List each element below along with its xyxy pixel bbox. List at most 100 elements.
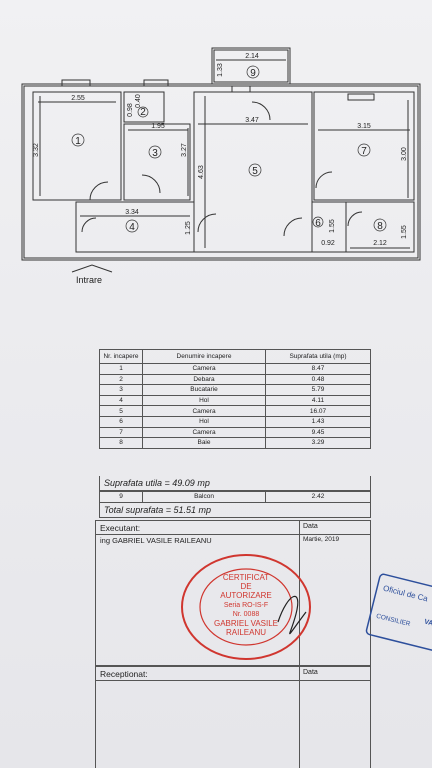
dim-255: 2.55 (71, 95, 85, 102)
room-7-outline (313, 91, 415, 201)
cell-name: Debara (142, 373, 266, 386)
dim-347: 3.47 (245, 117, 259, 124)
window-3 (143, 79, 169, 87)
cell-area: 0.48 (265, 373, 371, 386)
room-9-outline (211, 47, 291, 85)
executant-date-label: Data (303, 523, 318, 530)
cell-area: 16.07 (265, 405, 371, 417)
room-3-outline (123, 123, 191, 201)
door-arc-5 (251, 101, 271, 121)
window-5 (231, 85, 251, 93)
room-number-8: 8 (377, 221, 383, 232)
entrance-arrow (71, 264, 113, 273)
room-1-outline (32, 91, 122, 201)
cell-name: Bucatarie (142, 384, 266, 396)
floor-plan: 1 2 3 4 5 6 7 8 9 2.55 3.32 0.98 0.40 1.… (21, 47, 421, 273)
entrance-label: Intrare (76, 275, 103, 285)
room-number-1: 1 (75, 136, 81, 147)
dim-332: 3.32 (33, 143, 40, 157)
room-number-2: 2 (140, 107, 146, 118)
cell-area: 1.43 (265, 415, 371, 428)
room-number-3: 3 (152, 148, 158, 159)
dim-133: 1.33 (217, 63, 224, 77)
stamp-line-2: DE (240, 582, 251, 591)
room-6-circle (312, 216, 324, 228)
cell-area: 5.79 (265, 384, 371, 396)
dim-300: 3.00 (401, 147, 408, 161)
stamp-line-4: Seria RO-IS-F (224, 602, 268, 609)
stamp-inner-ring (199, 568, 293, 646)
cell-nr: 2 (99, 373, 143, 386)
door-arc-4 (197, 213, 217, 233)
door-arc-entrance (81, 217, 97, 233)
cadastre-stamp: Oficiul de Ca CONSILIER VA (365, 573, 432, 652)
cell-area: 4.11 (265, 394, 371, 407)
authorization-stamp: CERTIFICAT DE AUTORIZARE Seria RO-IS-F N… (181, 554, 311, 660)
cadastre-stamp-frame (365, 573, 432, 652)
dim-155a: 1.55 (329, 219, 336, 233)
door-arc-3 (141, 174, 161, 194)
cell-name: Baie (142, 437, 266, 449)
cell-area: 8.47 (265, 363, 371, 375)
cell-name: Hol (142, 394, 266, 407)
room-8-outline (345, 201, 415, 253)
table-header-row: Nr. incapere Denumire incapere Suprafata… (99, 349, 371, 364)
room-5-circle (248, 163, 262, 177)
room-2-circle (137, 106, 149, 118)
executant-label: Executant: (100, 523, 141, 533)
cell-nr: 1 (99, 363, 143, 375)
dim-125: 1.25 (185, 221, 192, 235)
cell-area: 9.45 (265, 426, 371, 439)
stamp-line-1: CERTIFICAT (223, 573, 269, 582)
room-number-7: 7 (361, 146, 367, 157)
cell-nr: 9 (99, 491, 143, 503)
cell-name: Camera (142, 426, 266, 439)
outer-walls (21, 83, 421, 261)
cell-area: 2.42 (265, 491, 371, 503)
receptionat-block: Receptionat: Data (95, 666, 371, 768)
divider (96, 534, 370, 535)
receptionat-label: Receptionat: (100, 669, 148, 679)
dim-315: 3.15 (357, 123, 371, 130)
dim-040: 0.40 (135, 94, 142, 108)
cell-area: 3.29 (265, 437, 371, 449)
dim-327: 3.27 (181, 143, 188, 157)
cell-name: Hol (142, 415, 266, 428)
useful-area-total: Suprafata utila = 49.09 mp (99, 476, 371, 491)
cell-nr: 8 (99, 437, 143, 449)
door-arc-8 (347, 211, 363, 227)
cell-name: Camera (142, 405, 266, 417)
executant-block: Executant: Data ing GABRIEL VASILE RAILE… (95, 520, 371, 666)
cell-nr: 5 (99, 405, 143, 417)
header-area: Suprafata utila (mp) (265, 349, 371, 364)
dim-463: 4.63 (198, 165, 205, 179)
cell-name: Balcon (142, 491, 266, 503)
dim-214: 2.14 (245, 53, 259, 60)
room-area-table: Nr. incapere Denumire incapere Suprafata… (99, 349, 371, 449)
cell-nr: 3 (99, 384, 143, 396)
divider (299, 521, 300, 665)
dim-212: 2.12 (373, 240, 387, 247)
header-nr: Nr. incapere (99, 349, 143, 364)
door-arc-6 (283, 217, 303, 237)
room-5-outline (193, 91, 313, 253)
balcony-table: 9 Balcon 2.42 (99, 491, 371, 503)
dim-155b: 1.55 (401, 225, 408, 239)
dim-334: 3.34 (125, 209, 139, 216)
dim-098: 0.98 (127, 103, 134, 117)
divider (299, 667, 300, 768)
outer-walls-inner (23, 85, 419, 259)
dim-195: 1.95 (151, 123, 165, 130)
room-number-9: 9 (250, 68, 256, 79)
window-7 (347, 93, 375, 101)
stamp-line-3: AUTORIZARE (220, 591, 271, 600)
cell-nr: 7 (99, 426, 143, 439)
window-1 (61, 79, 91, 87)
door-arc-1 (89, 181, 109, 201)
room-7-circle (357, 143, 371, 157)
